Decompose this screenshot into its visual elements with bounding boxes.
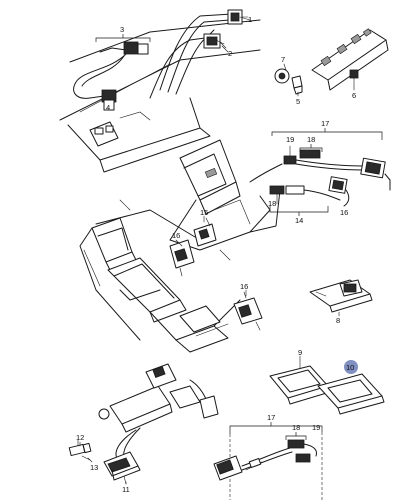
highlight-marker xyxy=(344,360,358,374)
trim-frame-10 xyxy=(317,360,385,415)
callout-2: 2 xyxy=(228,49,232,58)
callout-19-top: 19 xyxy=(286,135,294,144)
centre-console-lower xyxy=(79,199,241,353)
switch-16-lower xyxy=(233,289,263,331)
callout-7: 7 xyxy=(281,55,285,64)
wiring-harness-3 xyxy=(73,34,151,111)
callout-17-bottom: 17 xyxy=(267,413,275,422)
harness-17-18-19 xyxy=(249,128,391,191)
tunnel-top-section xyxy=(59,19,261,173)
callout-labels: 1 2 3 4 5 6 7 17 19 18 18 14 16 15 16 16… xyxy=(76,15,356,494)
harness-14-16 xyxy=(269,176,350,216)
callout-1: 1 xyxy=(248,15,252,24)
callout-17-top: 17 xyxy=(321,119,329,128)
callout-15: 15 xyxy=(200,208,208,217)
switch-panel-6-7 xyxy=(274,28,389,95)
centre-console-upper xyxy=(169,139,281,251)
callout-11: 11 xyxy=(122,485,130,494)
callout-9: 9 xyxy=(298,348,302,357)
actuator-assembly xyxy=(98,363,219,463)
switch-16 xyxy=(169,239,195,277)
callout-10: 10 xyxy=(346,363,354,372)
leader-lines xyxy=(79,16,355,485)
control-module-8 xyxy=(309,279,373,313)
callout-16-right: 16 xyxy=(340,208,348,217)
callout-16-lower: 16 xyxy=(240,282,248,291)
harness-group-17-lower xyxy=(213,422,323,500)
callout-18-mid: 18 xyxy=(268,199,276,208)
callout-19-bottom: 19 xyxy=(312,423,320,432)
callout-12: 12 xyxy=(76,433,84,442)
callout-13: 13 xyxy=(90,463,98,472)
callout-16-left: 16 xyxy=(172,231,180,240)
callout-18-bottom: 18 xyxy=(292,423,300,432)
callout-4: 4 xyxy=(106,103,110,112)
callout-14: 14 xyxy=(295,216,303,225)
callout-6: 6 xyxy=(352,91,356,100)
callout-5: 5 xyxy=(296,97,300,106)
trim-frame-9 xyxy=(269,359,331,405)
connector-11-12-13 xyxy=(68,439,141,485)
callout-8: 8 xyxy=(336,316,340,325)
wiring-harness-1-2 xyxy=(149,9,249,99)
callout-18-top: 18 xyxy=(307,135,315,144)
switch-15 xyxy=(193,215,217,247)
callout-3: 3 xyxy=(120,25,124,34)
